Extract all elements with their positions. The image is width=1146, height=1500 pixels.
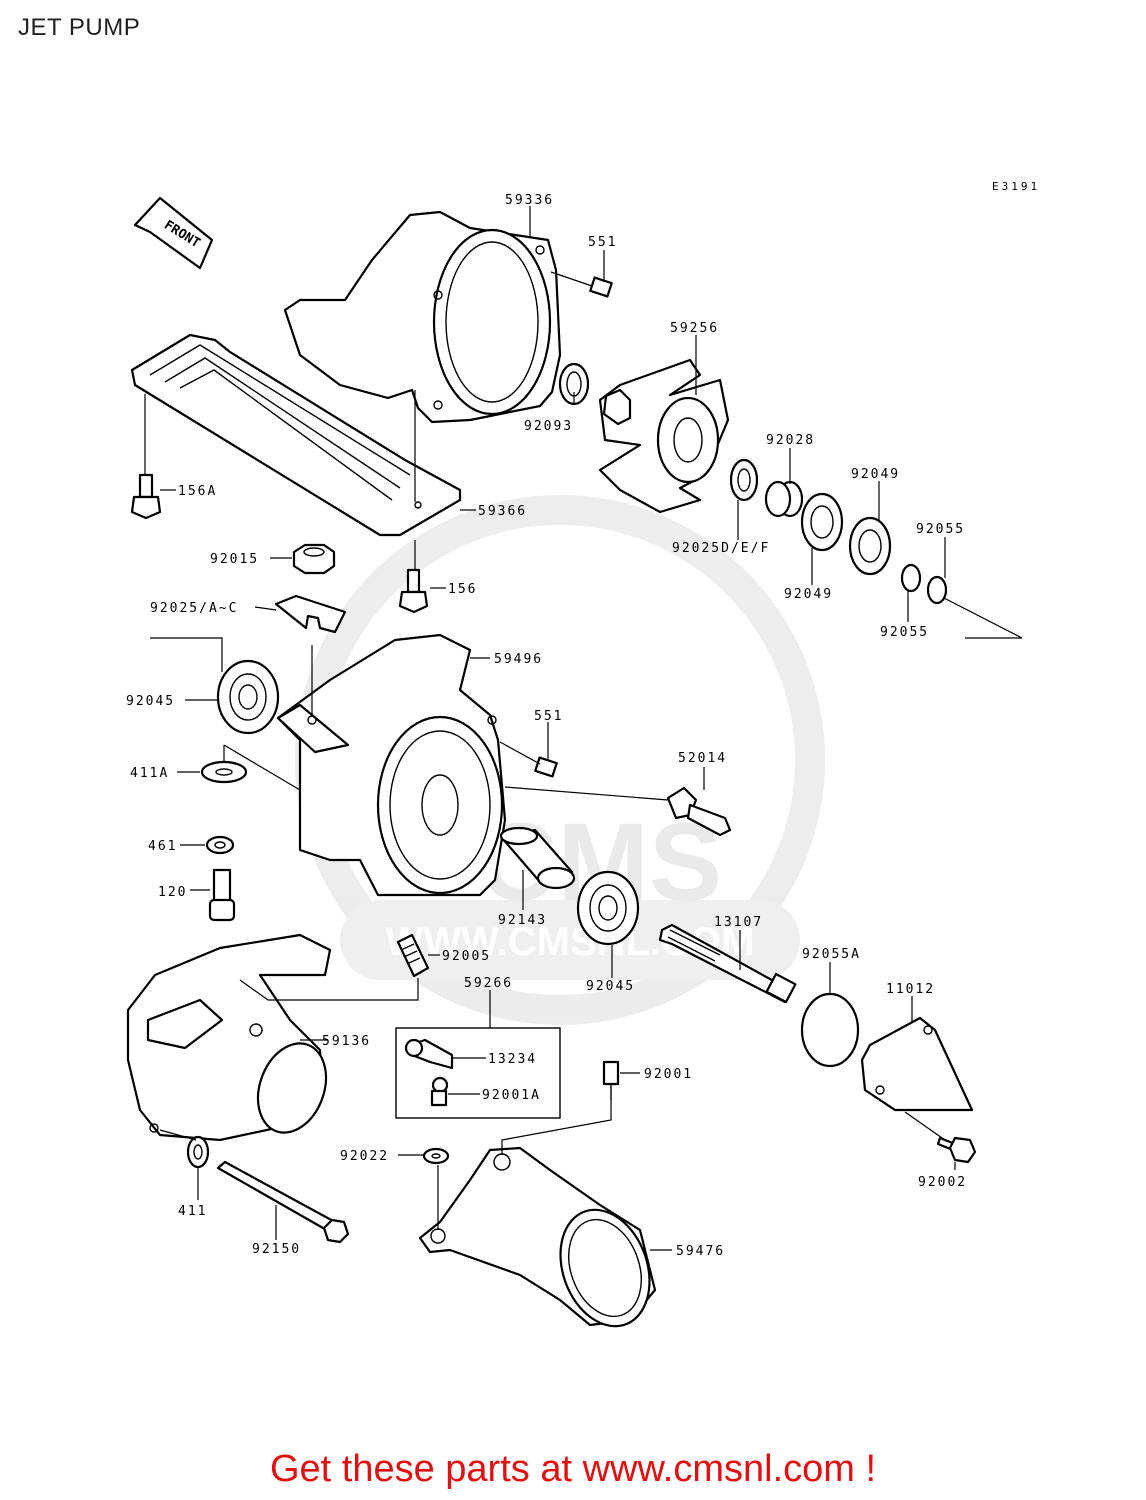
part-52014-fitting[interactable] xyxy=(666,786,732,837)
part-92049-ring-inner[interactable] xyxy=(848,516,892,576)
label-92001A[interactable]: 92001A xyxy=(482,1088,541,1103)
leader-lines xyxy=(144,206,1023,1251)
part-92150-long-bolt[interactable] xyxy=(216,1160,350,1244)
front-direction-arrow: FRONT xyxy=(133,196,214,270)
label-92001[interactable]: 92001 xyxy=(644,1067,693,1082)
diagram-code: E3191 xyxy=(992,180,1040,193)
part-59496-pump-case[interactable] xyxy=(276,633,507,897)
part-92015-nut[interactable] xyxy=(292,543,336,575)
label-59336[interactable]: 59336 xyxy=(505,193,554,208)
label-59136[interactable]: 59136 xyxy=(322,1034,371,1049)
label-59266[interactable]: 59266 xyxy=(464,976,513,991)
jet-pump-exploded-diagram: CMS WWW.CMSNL.COM E3191 FRONT xyxy=(126,180,1040,1339)
label-461[interactable]: 461 xyxy=(148,839,177,854)
label-156[interactable]: 156 xyxy=(448,582,477,597)
label-59366[interactable]: 59366 xyxy=(478,504,527,519)
part-120-bolt[interactable] xyxy=(208,868,236,922)
label-120[interactable]: 120 xyxy=(158,885,187,900)
part-13107-shaft[interactable] xyxy=(658,923,797,1004)
label-11012[interactable]: 11012 xyxy=(886,982,935,997)
label-92049-lower[interactable]: 92049 xyxy=(784,587,833,602)
part-92025DEF-washer[interactable] xyxy=(729,458,759,502)
label-156A[interactable]: 156A xyxy=(178,484,217,499)
part-92045-bearing-upper[interactable] xyxy=(216,659,280,735)
label-13107[interactable]: 13107 xyxy=(714,915,763,930)
part-92055-o-ring-a[interactable] xyxy=(900,563,922,593)
label-92005[interactable]: 92005 xyxy=(442,949,491,964)
label-92028[interactable]: 92028 xyxy=(766,433,815,448)
label-92055-upper[interactable]: 92055 xyxy=(916,522,965,537)
part-92025-shim[interactable] xyxy=(274,594,347,634)
part-156A-bolt[interactable] xyxy=(130,473,162,520)
get-parts-link[interactable]: Get these parts at www.cmsnl.com ! xyxy=(269,1448,877,1490)
part-59136-outlet-housing[interactable] xyxy=(126,933,338,1142)
label-59496[interactable]: 59496 xyxy=(494,652,543,667)
part-92001A-grease-nipple[interactable] xyxy=(430,1076,449,1107)
page-title: JET PUMP xyxy=(18,14,141,41)
part-13234-plunger[interactable] xyxy=(404,1038,454,1070)
label-59256[interactable]: 59256 xyxy=(670,321,719,336)
label-92055A[interactable]: 92055A xyxy=(802,947,861,962)
part-411A-washer[interactable] xyxy=(200,760,248,784)
part-551-dowel-pin-upper[interactable] xyxy=(589,276,613,298)
label-92143[interactable]: 92143 xyxy=(498,913,547,928)
part-92005-stud[interactable] xyxy=(396,933,430,978)
label-92093[interactable]: 92093 xyxy=(524,419,573,434)
part-11012-cap-cone[interactable] xyxy=(860,1016,974,1112)
part-59366-intake-grate[interactable] xyxy=(130,333,462,537)
label-92049-upper[interactable]: 92049 xyxy=(851,467,900,482)
part-92001-screw[interactable] xyxy=(602,1060,620,1100)
label-52014[interactable]: 52014 xyxy=(678,751,727,766)
label-92025AC[interactable]: 92025/A~C xyxy=(150,601,238,616)
part-92143-sleeve[interactable] xyxy=(499,826,576,890)
label-551-lower[interactable]: 551 xyxy=(534,709,563,724)
part-92028-collar[interactable] xyxy=(764,480,804,518)
label-551-upper[interactable]: 551 xyxy=(588,235,617,250)
part-461-lock-washer[interactable] xyxy=(205,835,235,855)
part-92022-washer[interactable] xyxy=(422,1147,450,1165)
part-411-washer[interactable] xyxy=(186,1135,210,1169)
label-92055-lower[interactable]: 92055 xyxy=(880,625,929,640)
label-92045-upper[interactable]: 92045 xyxy=(126,694,175,709)
label-92002[interactable]: 92002 xyxy=(918,1175,967,1190)
part-59476-steering-nozzle[interactable] xyxy=(418,1146,665,1339)
label-92022[interactable]: 92022 xyxy=(340,1149,389,1164)
label-92045-lower[interactable]: 92045 xyxy=(586,979,635,994)
part-labels: 59336 551 59256 92093 92028 92049 92055 … xyxy=(126,193,967,1259)
label-92150[interactable]: 92150 xyxy=(252,1242,301,1257)
part-156-bolt[interactable] xyxy=(398,568,429,614)
part-92055-o-ring-b[interactable] xyxy=(926,575,948,605)
part-59336-pump-cover[interactable] xyxy=(283,210,562,424)
part-551-dowel-pin-lower[interactable] xyxy=(534,756,558,778)
part-59256-impeller[interactable] xyxy=(598,358,730,514)
label-13234[interactable]: 13234 xyxy=(488,1052,537,1067)
label-92015[interactable]: 92015 xyxy=(210,552,259,567)
label-59476[interactable]: 59476 xyxy=(676,1244,725,1259)
kit-59266-box xyxy=(395,1027,561,1119)
label-411[interactable]: 411 xyxy=(178,1204,207,1219)
part-92045-bearing-lower[interactable] xyxy=(576,870,640,946)
part-92002-bolt[interactable] xyxy=(936,1136,977,1164)
part-92055A-o-ring[interactable] xyxy=(800,992,860,1068)
part-92049-ring-outer[interactable] xyxy=(800,492,844,552)
label-92025DEF[interactable]: 92025D/E/F xyxy=(672,541,770,556)
label-411A[interactable]: 411A xyxy=(130,766,169,781)
